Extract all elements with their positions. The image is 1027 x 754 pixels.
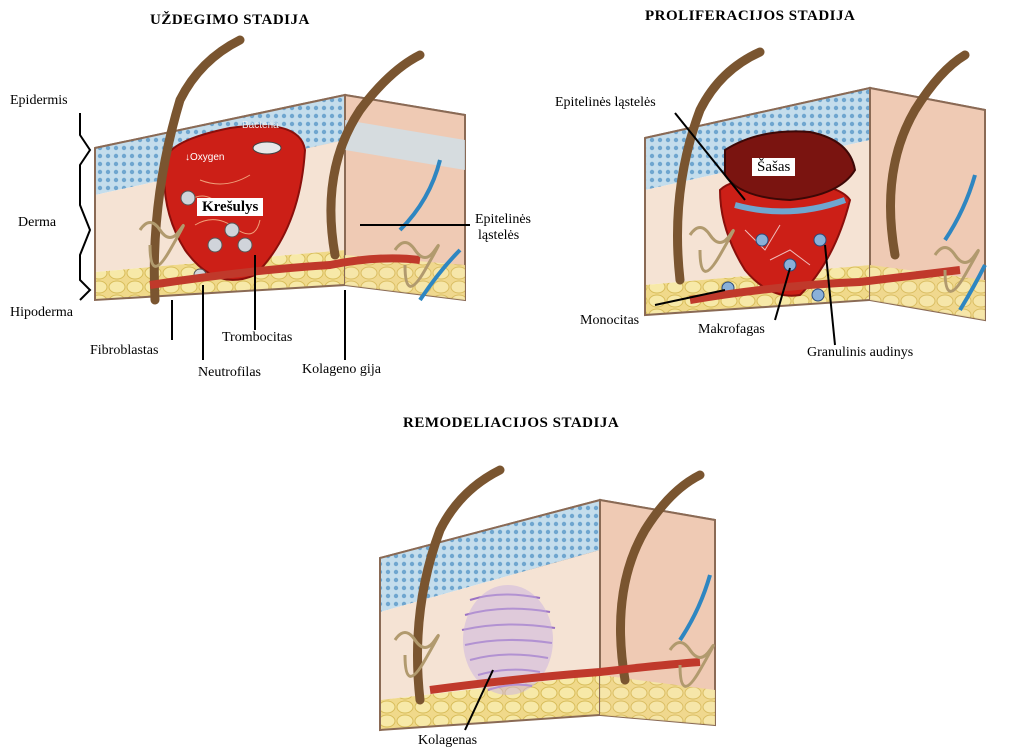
epithelial-cells-label-2: Epitelinės ląstelės	[555, 95, 656, 111]
inflammation-title: UŽDEGIMO STADIJA	[150, 12, 310, 29]
epidermis-label: Epidermis	[10, 93, 68, 109]
epithelial-line-2: ląstelės	[475, 228, 531, 244]
scab-label: Šašas	[752, 158, 795, 176]
fibroblast-label: Fibroblastas	[90, 343, 158, 359]
granulation-tissue-label: Granulinis audinys	[807, 345, 913, 361]
macrophage-label: Makrofagas	[698, 322, 765, 338]
hypodermis-label: Hipoderma	[10, 305, 73, 321]
oxygen-label: ↓Oxygen	[185, 152, 224, 163]
collagen-fiber-label: Kolageno gija	[302, 362, 381, 378]
epithelial-line-1: Epitelinės	[475, 212, 531, 228]
epithelial-cells-label-1: Epitelinės ląstelės	[475, 212, 531, 244]
proliferation-title: PROLIFERACIJOS STADIJA	[645, 8, 855, 25]
clot-label: Krešulys	[197, 198, 263, 216]
neutrophil-label: Neutrofilas	[198, 365, 261, 381]
oxygen-text: Oxygen	[190, 152, 224, 163]
monocyte-label: Monocitas	[580, 313, 639, 329]
dermis-label: Derma	[18, 215, 56, 231]
remodeling-title: REMODELIACIJOS STADIJA	[403, 415, 619, 432]
platelet-label: Trombocitas	[222, 330, 292, 346]
bacteria-label: Bacteria	[242, 120, 279, 131]
collagen-label: Kolagenas	[418, 733, 477, 749]
